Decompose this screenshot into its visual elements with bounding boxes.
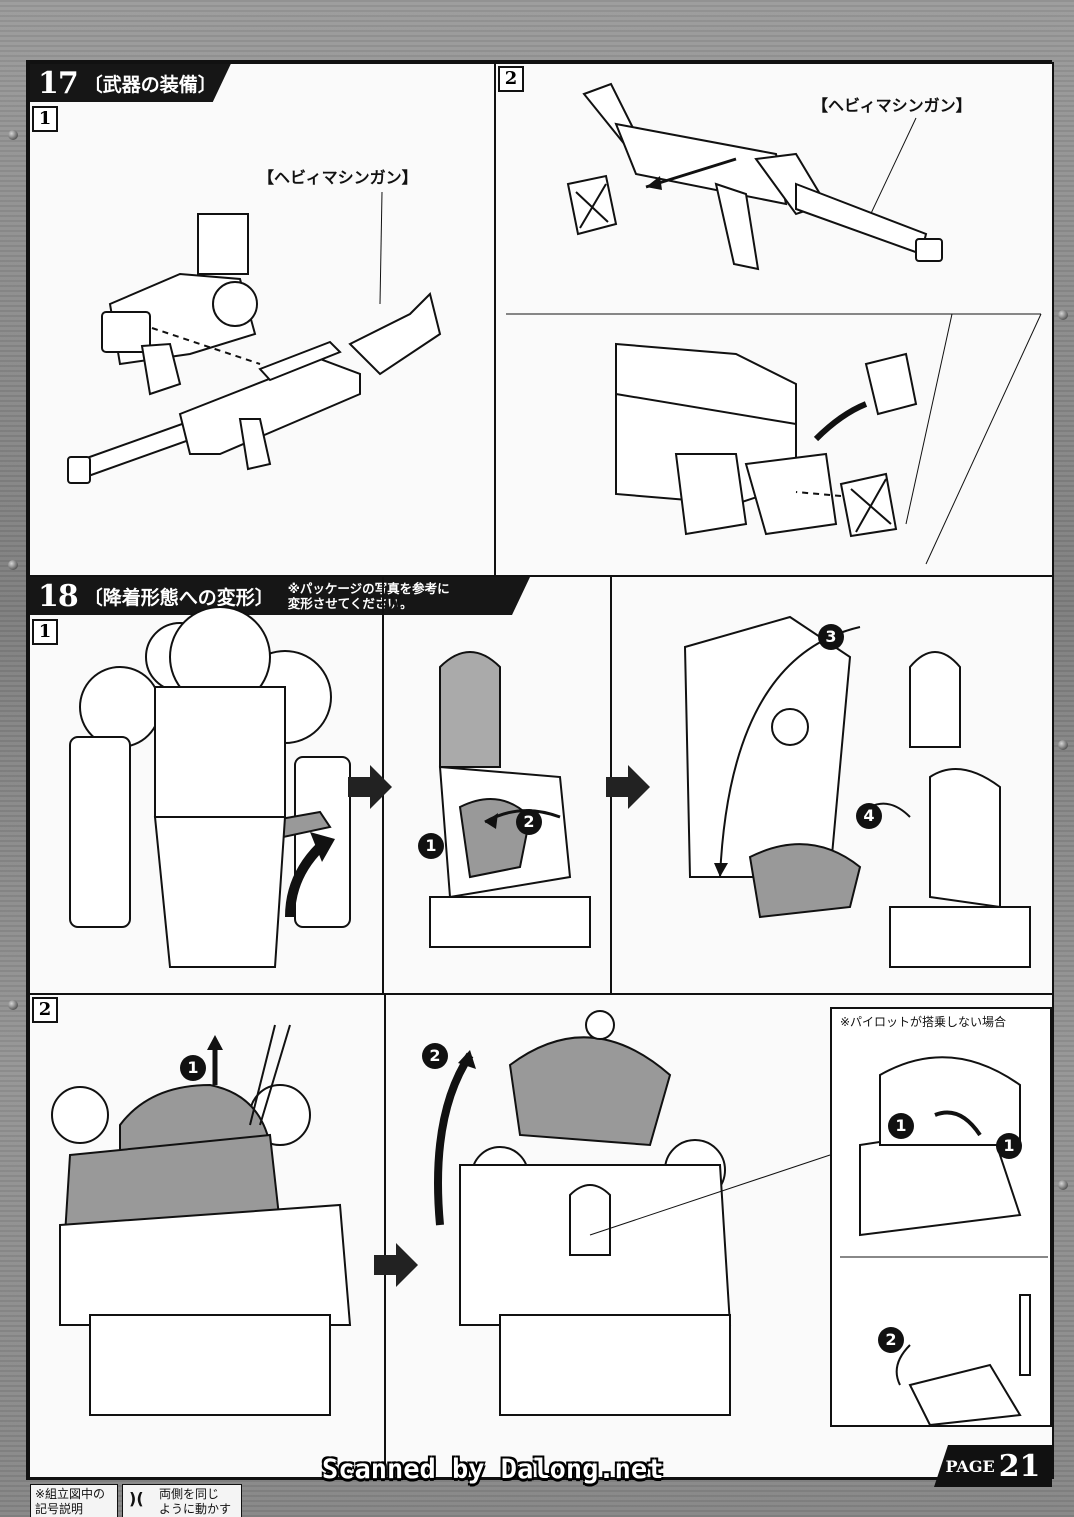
step18-note-line1: ※パッケージの写真を参考に — [287, 581, 450, 596]
page-number: 21 — [998, 1448, 1041, 1484]
heavy-machinegun-label-2: 【ヘビィマシンガン】 — [812, 96, 972, 115]
page-number-badge: PAGE 21 — [934, 1445, 1052, 1487]
both-sides-symbol-icon: )( — [388, 591, 403, 610]
step-badge-1: 1 — [418, 833, 444, 859]
step18-illustration-1 — [69, 606, 1031, 968]
legend-line2: 記号説明 — [35, 1502, 84, 1516]
step-badge-2: 2 — [516, 809, 542, 835]
step18-sub2-label: 2 — [32, 997, 58, 1023]
step17-illustration-1 — [67, 191, 442, 484]
step-badge-1: 1 — [888, 1113, 914, 1139]
rivet-icon — [1058, 1180, 1068, 1190]
step-badge-2: 2 — [422, 1043, 448, 1069]
step18-note: ※パッケージの写真を参考に 変形させてください。 — [288, 581, 450, 611]
step17-number: 17 — [38, 65, 78, 101]
no-pilot-note: ※パイロットが搭乗しない場合 — [840, 1015, 1007, 1029]
rivet-icon — [1058, 740, 1068, 750]
step-badge-1: 1 — [996, 1133, 1022, 1159]
step18-title: 〔降着形態への変形〕 — [83, 586, 274, 609]
step18-note-line2: 変形させてください。 — [287, 596, 413, 611]
scanned-by-watermark: Scanned by Dalong.net — [322, 1454, 664, 1485]
rivet-icon — [8, 130, 18, 140]
step17-header: 17 〔武器の装備〕 — [30, 64, 231, 102]
step17-sub2-label: 2 — [498, 66, 524, 92]
rivet-icon — [8, 1000, 18, 1010]
instruction-sheet: 17 〔武器の装備〕 1 【ヘビィマシンガン】 2 【ヘビィマシンガン】 — [26, 60, 1054, 1480]
legend-title: ※組立図中の 記号説明 — [30, 1484, 118, 1517]
step17-panel-1: 17 〔武器の装備〕 1 【ヘビィマシンガン】 — [28, 62, 496, 577]
step-badge-1: 1 — [180, 1055, 206, 1081]
rivet-icon — [1058, 310, 1068, 320]
legend-line1: ※組立図中の — [35, 1487, 106, 1501]
both-sides-symbol-icon: )( — [129, 1489, 144, 1508]
step18-number: 18 — [38, 578, 78, 614]
page-prefix: PAGE — [945, 1456, 995, 1476]
step18-header: 18 〔降着形態への変形〕 ※パッケージの写真を参考に 変形させてください。 — [30, 577, 530, 615]
step17-illustration-2 — [506, 82, 1042, 565]
step17-sub1-label: 1 — [32, 106, 58, 132]
frame-divider — [384, 995, 386, 1477]
step18-illustration-2 — [51, 1010, 1048, 1427]
symbol-line1: 両側を同じ — [159, 1487, 220, 1501]
step-badge-3: 3 — [818, 624, 844, 650]
step18-panel-2: 2 ※パイロットが搭乗しない場合 — [28, 993, 1054, 1479]
step17-panel-2: 2 【ヘビィマシンガン】 — [494, 62, 1054, 577]
step-badge-2: 2 — [878, 1327, 904, 1353]
step-badge-4: 4 — [856, 803, 882, 829]
heavy-machinegun-label-1: 【ヘビィマシンガン】 — [258, 168, 418, 187]
legend-symbol: )( 両側を同じ ように動かす — [122, 1484, 242, 1517]
rivet-icon — [8, 560, 18, 570]
step18-sub1-label: 1 — [32, 619, 58, 645]
symbol-line2: ように動かす — [159, 1502, 232, 1516]
step18-panel-1: 18 〔降着形態への変形〕 ※パッケージの写真を参考に 変形させてください。 1… — [28, 575, 1054, 995]
step17-title: 〔武器の装備〕 — [83, 73, 217, 96]
